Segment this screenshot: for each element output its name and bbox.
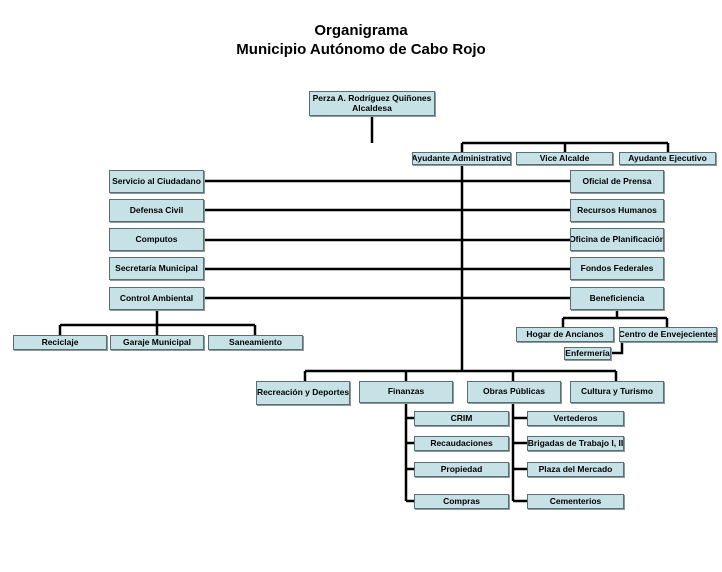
- node-centro-de-envejecientes: Centro de Envejecientes: [619, 327, 717, 342]
- node-vice-alcalde: Vice Alcalde: [516, 152, 613, 165]
- node-brigadas-de-trabajo: Brigadas de Trabajo I, II: [527, 436, 624, 451]
- node-cementerios: Cementerios: [527, 494, 624, 509]
- node-plaza-del-mercado: Plaza del Mercado: [527, 462, 624, 477]
- node-finanzas: Finanzas: [359, 381, 453, 403]
- node-defensa-civil: Defensa Civil: [109, 199, 204, 222]
- node-beneficiencia: Beneficiencia: [570, 287, 664, 310]
- node-fondos-federales: Fondos Federales: [570, 257, 664, 280]
- node-obras-publicas: Obras Públicas: [467, 381, 561, 403]
- node-vertederos: Vertederos: [527, 411, 624, 426]
- node-propiedad: Propiedad: [414, 462, 509, 477]
- node-oficina-de-planificacion: Oficina de Planificación: [570, 228, 664, 251]
- node-control-ambiental: Control Ambiental: [109, 287, 204, 310]
- alcaldesa-name: Perza A. Rodríguez Quiñones: [312, 92, 432, 103]
- node-recreacion-y-deportes: Recreación y Deportes: [256, 381, 350, 405]
- node-computos: Computos: [109, 228, 204, 251]
- line-enfermeria-connector: [611, 342, 624, 355]
- node-compras: Compras: [414, 494, 509, 509]
- chart-title: Organigrama: [314, 22, 408, 39]
- chart-subtitle: Municipio Autónomo de Cabo Rojo: [236, 41, 486, 58]
- node-recaudaciones: Recaudaciones: [414, 436, 509, 451]
- alcaldesa-role: Alcaldesa: [352, 102, 392, 113]
- node-saneamiento: Saneamiento: [208, 335, 303, 350]
- node-ayudante-administrativo: Ayudante Administrativo: [412, 152, 511, 165]
- node-oficial-de-prensa: Oficial de Prensa: [570, 170, 664, 193]
- node-garaje-municipal: Garaje Municipal: [110, 335, 204, 350]
- node-hogar-de-ancianos: Hogar de Ancianos: [516, 327, 614, 342]
- node-enfermeria: Enfermería: [564, 347, 611, 360]
- node-ayudante-ejecutivo: Ayudante Ejecutivo: [619, 152, 716, 165]
- node-recursos-humanos: Recursos Humanos: [570, 199, 664, 222]
- node-reciclaje: Reciclaje: [13, 335, 107, 350]
- node-servicio-al-ciudadano: Servicio al Ciudadano: [109, 170, 204, 193]
- node-crim: CRIM: [414, 411, 509, 426]
- node-secretaria-municipal: Secretaría Municipal: [109, 257, 204, 280]
- node-cultura-y-turismo: Cultura y Turismo: [570, 381, 664, 403]
